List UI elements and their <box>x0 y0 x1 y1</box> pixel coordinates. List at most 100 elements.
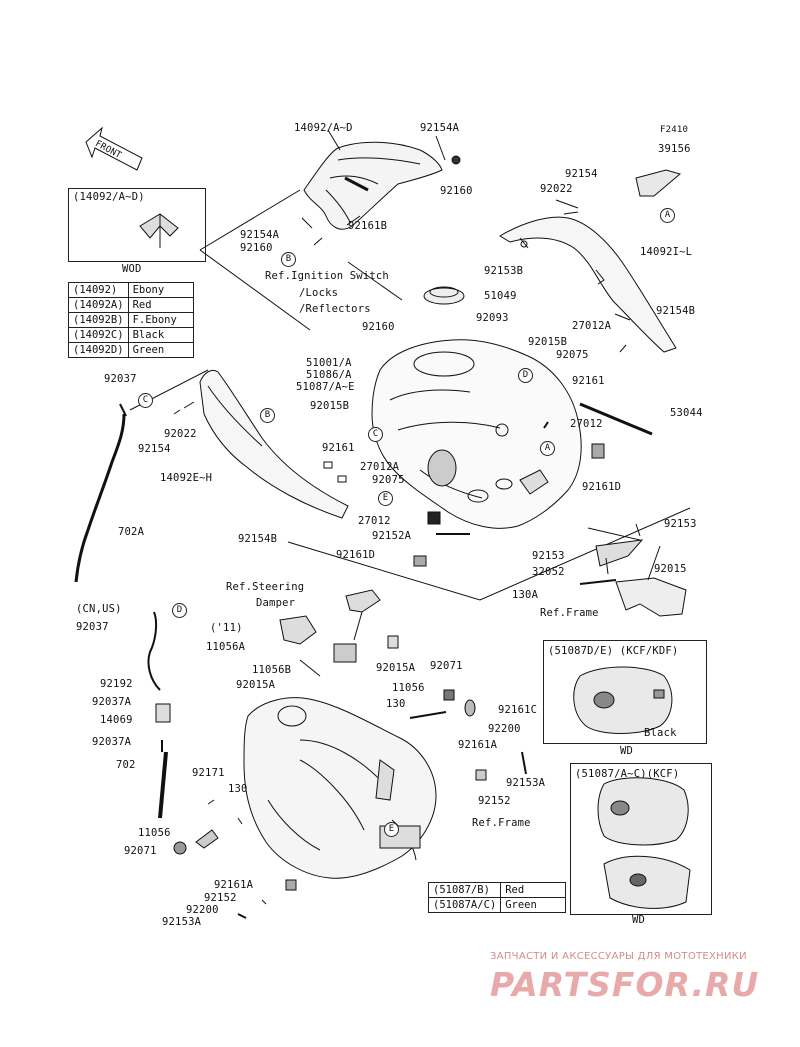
part-92200-center[interactable]: 92200 <box>488 723 521 735</box>
color-row: (51087A/C)Green <box>427 897 567 913</box>
inset-kcf-kdf-color: Black <box>644 727 677 739</box>
part-702[interactable]: 702 <box>116 759 136 771</box>
part-92152-bottom[interactable]: 92152 <box>204 892 237 904</box>
part-92192[interactable]: 92192 <box>100 678 133 690</box>
part-51086-a[interactable]: 51086/A <box>306 369 352 381</box>
inset-kcf-title: (51087/A~C)(KCF) <box>575 768 680 780</box>
part-92022-left[interactable]: 92022 <box>164 428 197 440</box>
part-92153a-center[interactable]: 92153A <box>506 777 546 789</box>
part-51049[interactable]: 51049 <box>484 290 517 302</box>
callout-d: D <box>172 603 187 618</box>
part-92015-right[interactable]: 92015 <box>654 563 687 575</box>
color-row: (14092B)F.Ebony <box>68 312 194 328</box>
ref-frame-bottom[interactable]: Ref.Frame <box>472 817 531 829</box>
part-92015a-left[interactable]: 92015A <box>236 679 276 691</box>
part-92171[interactable]: 92171 <box>192 767 225 779</box>
callout-d: D <box>518 368 533 383</box>
color-code-cell: (14092A) <box>68 297 129 313</box>
part-92075-center[interactable]: 92075 <box>372 474 405 486</box>
inset-kcf-caption: WD <box>632 914 646 926</box>
year-11-label: ('11) <box>210 622 243 634</box>
part-92075-right[interactable]: 92075 <box>556 349 589 361</box>
part-11056-center[interactable]: 11056 <box>392 682 425 694</box>
part-14092-a-d[interactable]: 14092/A~D <box>294 122 353 134</box>
part-27012a-right[interactable]: 27012A <box>572 320 612 332</box>
part-92161a-bottom[interactable]: 92161A <box>214 879 254 891</box>
part-92161-center[interactable]: 92161 <box>322 442 355 454</box>
part-92154b-left[interactable]: 92154B <box>238 533 278 545</box>
part-92152-center[interactable]: 92152 <box>478 795 511 807</box>
part-92153-right-2[interactable]: 92153 <box>532 550 565 562</box>
part-130a[interactable]: 130A <box>512 589 539 601</box>
color-name-cell: F.Ebony <box>127 312 194 328</box>
part-92161-right[interactable]: 92161 <box>572 375 605 387</box>
front-arrow-icon <box>85 126 143 171</box>
watermark-logo: PARTSFOR.RU <box>490 965 760 1004</box>
inset-kcf: (51087/A~C)(KCF) <box>570 763 712 915</box>
watermark-tagline: ЗАПЧАСТИ И АКСЕССУАРЫ ДЛЯ МОТОТЕХНИКИ <box>490 951 747 962</box>
part-92154a-top[interactable]: 92154A <box>420 122 460 134</box>
part-92037a-1[interactable]: 92037A <box>92 696 132 708</box>
part-92153b[interactable]: 92153B <box>484 265 524 277</box>
part-11056a[interactable]: 11056A <box>206 641 246 653</box>
color-name-cell: Red <box>500 882 567 898</box>
part-92015b-right[interactable]: 92015B <box>528 336 568 348</box>
part-92154b-right[interactable]: 92154B <box>656 305 696 317</box>
color-code-cell: (51087/B) <box>427 882 502 898</box>
part-51001-a[interactable]: 51001/A <box>306 357 352 369</box>
callout-a: A <box>540 441 555 456</box>
part-14092e-h[interactable]: 14092E~H <box>160 472 213 484</box>
part-14092i-l[interactable]: 14092I~L <box>640 246 693 258</box>
part-92071-left[interactable]: 92071 <box>124 845 157 857</box>
ref-ignition-switch[interactable]: Ref.Ignition Switch <box>265 270 389 282</box>
part-27012-right[interactable]: 27012 <box>570 418 603 430</box>
part-92015b-left[interactable]: 92015B <box>310 400 350 412</box>
part-130-center[interactable]: 130 <box>386 698 406 710</box>
color-row: (14092)Ebony <box>68 282 194 298</box>
part-92161c[interactable]: 92161C <box>498 704 538 716</box>
part-92153a-bottom[interactable]: 92153A <box>162 916 202 928</box>
part-92037a-2[interactable]: 92037A <box>92 736 132 748</box>
part-92161d-center[interactable]: 92161D <box>336 549 376 561</box>
inset-kcf-kdf: (51087D/E) (KCF/KDF) Black <box>543 640 707 744</box>
part-92161a-center[interactable]: 92161A <box>458 739 498 751</box>
part-92160-top[interactable]: 92160 <box>440 185 473 197</box>
part-92071-center[interactable]: 92071 <box>430 660 463 672</box>
part-92154-right[interactable]: 92154 <box>565 168 598 180</box>
part-92152a[interactable]: 92152A <box>372 530 412 542</box>
part-92153-right-1[interactable]: 92153 <box>664 518 697 530</box>
part-92022-right[interactable]: 92022 <box>540 183 573 195</box>
part-27012a-center[interactable]: 27012A <box>360 461 400 473</box>
part-51087-a-e[interactable]: 51087/A~E <box>296 381 355 393</box>
part-92161b[interactable]: 92161B <box>348 220 388 232</box>
part-92037-cn[interactable]: 92037 <box>76 621 109 633</box>
part-702a[interactable]: 702A <box>118 526 145 538</box>
ref-steering[interactable]: Ref.Steering <box>226 581 305 593</box>
part-14069[interactable]: 14069 <box>100 714 133 726</box>
part-27012-center[interactable]: 27012 <box>358 515 391 527</box>
callout-b: B <box>281 252 296 267</box>
part-11056b[interactable]: 11056B <box>252 664 292 676</box>
part-39156[interactable]: 39156 <box>658 143 691 155</box>
color-code-cell: (14092C) <box>68 327 129 343</box>
part-92200-bottom[interactable]: 92200 <box>186 904 219 916</box>
color-code-cell: (14092B) <box>68 312 129 328</box>
part-92093[interactable]: 92093 <box>476 312 509 324</box>
part-92154-left[interactable]: 92154 <box>138 443 171 455</box>
part-92160-mid[interactable]: 92160 <box>240 242 273 254</box>
part-92161d-right[interactable]: 92161D <box>582 481 622 493</box>
part-53044[interactable]: 53044 <box>670 407 703 419</box>
ref-frame-top[interactable]: Ref.Frame <box>540 607 599 619</box>
color-row: (14092D)Green <box>68 342 194 358</box>
callout-b: B <box>260 408 275 423</box>
part-92160-center[interactable]: 92160 <box>362 321 395 333</box>
part-11056-left[interactable]: 11056 <box>138 827 171 839</box>
part-130-left[interactable]: 130 <box>228 783 248 795</box>
color-code-cell: (14092) <box>68 282 129 298</box>
ref-reflectors: /Reflectors <box>299 303 371 315</box>
part-32052[interactable]: 32052 <box>532 566 565 578</box>
part-92154a-mid[interactable]: 92154A <box>240 229 280 241</box>
part-92015a-center[interactable]: 92015A <box>376 662 416 674</box>
ref-damper: Damper <box>256 597 296 609</box>
part-92037-left[interactable]: 92037 <box>104 373 137 385</box>
